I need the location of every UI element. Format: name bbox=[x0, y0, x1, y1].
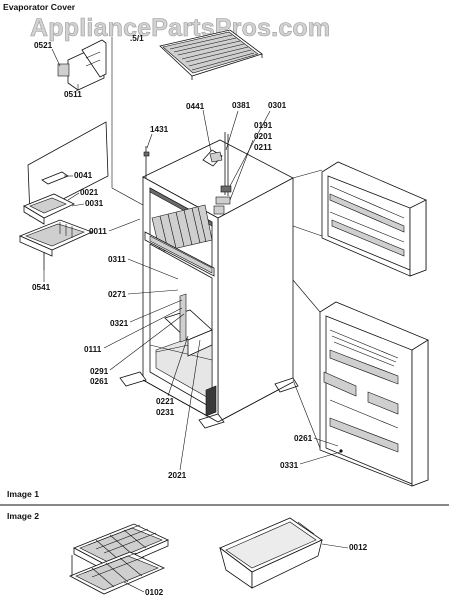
callout-0261-right: 0261 bbox=[294, 434, 313, 443]
refrigerator-cabinet-drawing bbox=[119, 139, 299, 429]
freezer-shelf-0571-drawing bbox=[159, 29, 263, 80]
callout-0261-left: 0261 bbox=[90, 377, 109, 386]
callout-0211: 0211 bbox=[254, 143, 272, 152]
section-label-image1: Image 1 bbox=[7, 489, 39, 499]
evaporator-cover-assembly-drawing bbox=[18, 121, 109, 270]
callout-0271: 0271 bbox=[108, 290, 127, 299]
callout-0291: 0291 bbox=[90, 367, 109, 376]
callout-2021: 2021 bbox=[168, 471, 187, 480]
callout-0201: 0201 bbox=[254, 132, 273, 141]
watermark-text: AppliancePartsPros.com bbox=[30, 14, 330, 42]
callout-0331: 0331 bbox=[280, 461, 299, 470]
callout-0321: 0321 bbox=[110, 319, 129, 328]
freezer-door-drawing bbox=[321, 161, 427, 277]
section-label-image2: Image 2 bbox=[7, 511, 39, 521]
fresh-food-door-drawing bbox=[319, 301, 429, 487]
callout-0311: 0311 bbox=[108, 255, 126, 264]
callout-0441: 0441 bbox=[186, 102, 205, 111]
callout-0111: 0111 bbox=[84, 345, 102, 354]
callout-0381: 0381 bbox=[232, 101, 251, 110]
callout-0301: 0301 bbox=[268, 101, 287, 110]
callout-0012: 0012 bbox=[349, 543, 368, 552]
callout-0221: 0221 bbox=[156, 397, 175, 406]
callout-1431: 1431 bbox=[150, 125, 169, 134]
callout-0511: 0511 bbox=[64, 90, 82, 99]
callout-0041: 0041 bbox=[74, 171, 93, 180]
bracket-0521-drawing bbox=[57, 39, 107, 91]
callout-0541: 0541 bbox=[32, 283, 51, 292]
control-assembly-drawing bbox=[143, 132, 232, 215]
callout-0231: 0231 bbox=[156, 408, 175, 417]
diagram-title: Evaporator Cover bbox=[3, 2, 76, 12]
callout-0011: 0011 bbox=[89, 227, 107, 236]
callout-0521: 0521 bbox=[34, 41, 53, 50]
callout-0571: .5/1 bbox=[130, 34, 144, 43]
storage-bin-0012-drawing bbox=[219, 517, 323, 589]
callout-0102: 0102 bbox=[145, 588, 164, 597]
callout-0031: 0031 bbox=[85, 199, 104, 208]
ice-trays-0102-drawing bbox=[69, 523, 169, 595]
callout-0021: 0021 bbox=[80, 188, 99, 197]
callout-0191: 0191 bbox=[254, 121, 273, 130]
